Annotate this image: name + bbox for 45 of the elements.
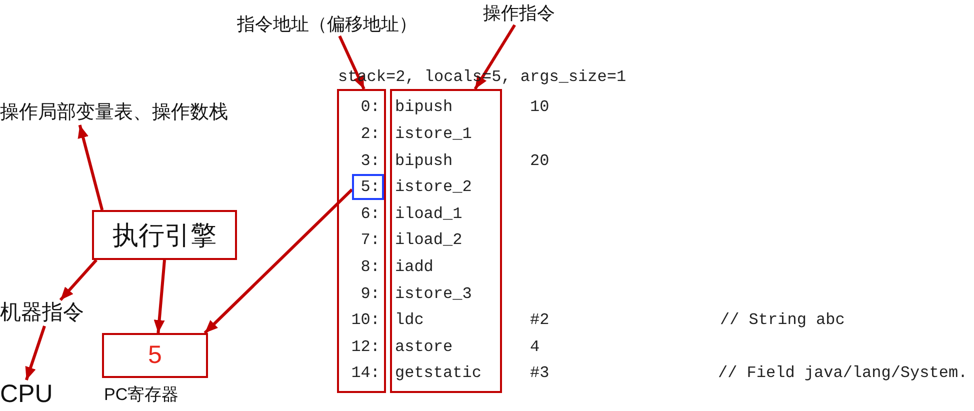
code-comment: // String abc (720, 310, 845, 330)
offset-address: 2: (360, 124, 380, 144)
opcode-column-box (390, 89, 502, 393)
arrow (59, 259, 98, 301)
offset-address: 6: (360, 204, 380, 224)
operand-text: 20 (530, 150, 550, 170)
opcode-text: getstatic (395, 363, 482, 384)
arrow (204, 188, 354, 334)
opcode-text: istore_2 (395, 177, 472, 198)
opcode-text: istore_1 (395, 124, 472, 144)
arrow (154, 260, 166, 334)
offset-address: 14: (351, 363, 380, 384)
arrow (24, 326, 46, 380)
opcode-text: iload_2 (395, 230, 462, 250)
opcode-text: iadd (395, 256, 434, 277)
opcode-text: bipush (395, 97, 453, 118)
process-box: 执行引擎 (92, 210, 237, 260)
annotation-label: 机器指令 (0, 300, 84, 326)
opcode-text: astore (395, 336, 453, 357)
operand-text: #2 (530, 310, 550, 330)
offset-address: 9: (360, 284, 380, 304)
operand-text: 10 (530, 97, 550, 118)
operand-text: #3 (530, 363, 550, 384)
opcode-text: bipush (395, 150, 453, 170)
offset-address: 7: (360, 230, 380, 250)
register-caption: PC寄存器 (104, 384, 179, 406)
arrow (78, 124, 104, 210)
annotation-label: 操作局部变量表、操作数栈 (0, 100, 228, 125)
address-column-box (337, 89, 386, 393)
annotation-label: CPU (0, 380, 53, 409)
offset-address: 12: (351, 336, 380, 357)
annotation-label: 操作指令 (483, 1, 555, 25)
offset-address: 0: (360, 97, 380, 118)
opcode-text: iload_1 (395, 204, 462, 224)
arrow (474, 24, 516, 90)
highlight-box: 5: (352, 174, 384, 200)
offset-address: 3: (360, 150, 380, 170)
opcode-text: istore_3 (395, 284, 472, 304)
operand-text: 4 (530, 336, 540, 357)
opcode-text: ldc (395, 310, 424, 330)
code-comment: // Field java/lang/System. (718, 363, 968, 384)
annotation-label: 指令地址（偏移地址） (237, 12, 417, 36)
register-box: 5 (102, 333, 208, 378)
offset-address: 8: (360, 256, 380, 277)
offset-address: 10: (351, 310, 380, 330)
